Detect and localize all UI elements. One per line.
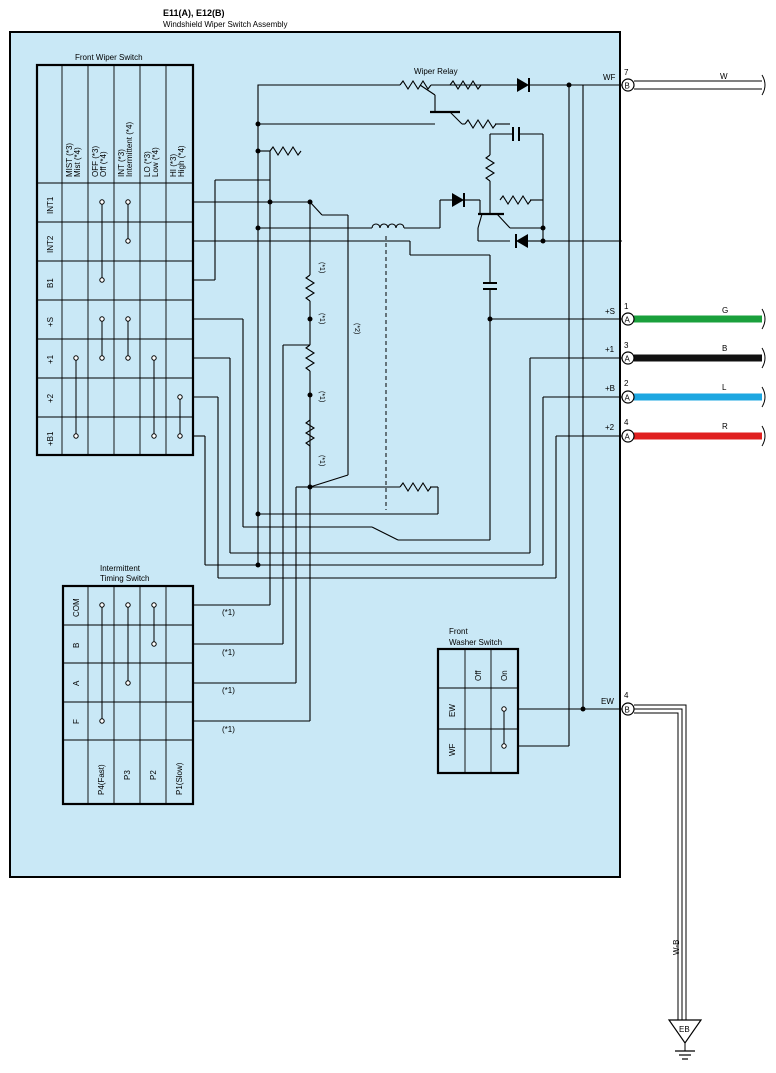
col-int-l2: Intermittent (*4) bbox=[125, 122, 134, 177]
timing-continuity bbox=[99, 602, 157, 724]
terminal-wf-pin: 7 bbox=[624, 68, 629, 77]
row-b1: B1 bbox=[46, 278, 55, 288]
washer-row-wf: WF bbox=[448, 743, 457, 756]
col-hi-l1: HI (*3) bbox=[169, 154, 178, 177]
terminal-wf-name: WF bbox=[603, 73, 616, 82]
terminal-plus-1-connector: A bbox=[625, 355, 631, 364]
timing-switch-title-1: Intermittent bbox=[100, 564, 141, 573]
col-lo-l2: Low (*4) bbox=[151, 147, 160, 177]
timing-row-f: F bbox=[72, 719, 81, 724]
timing-col-p2: P2 bbox=[149, 770, 158, 780]
timing-note-2: (*1) bbox=[222, 648, 235, 657]
washer-title-1: Front bbox=[449, 627, 468, 636]
relay-circuit bbox=[193, 78, 622, 747]
terminal-plus-s-pin: 1 bbox=[624, 302, 629, 311]
timing-note-3: (*1) bbox=[222, 686, 235, 695]
row-plus-1: +1 bbox=[46, 354, 55, 364]
switch-continuity bbox=[73, 199, 183, 439]
terminal-wf-connector: B bbox=[625, 82, 630, 91]
front-wiper-switch: Front Wiper Switch MIST (*3) Mist (*4) O… bbox=[35, 53, 195, 457]
col-off-l2: Off (*4) bbox=[99, 151, 108, 177]
connector-ids: E11(A), E12(B) bbox=[163, 8, 225, 18]
terminal-plus-1-name: +1 bbox=[605, 345, 615, 354]
washer-col-on: On bbox=[500, 670, 509, 681]
terminal-plus-1-pin: 3 bbox=[624, 341, 629, 350]
terminal-plus-2-wire: R bbox=[722, 422, 728, 431]
terminal-wf: WF 7 B W bbox=[603, 68, 766, 96]
resistor-note-3: (*1) bbox=[318, 391, 325, 402]
col-mist-l2: Mist (*4) bbox=[73, 147, 82, 177]
col-mist-l1: MIST (*3) bbox=[65, 143, 74, 177]
terminal-plus-1-wire: B bbox=[722, 344, 727, 353]
timing-switch-title-2: Timing Switch bbox=[100, 574, 150, 583]
coil-note: (*2) bbox=[353, 323, 360, 334]
terminal-plus-s-connector: A bbox=[625, 316, 631, 325]
ground-label: EB bbox=[679, 1025, 690, 1034]
col-int-l1: INT (*3) bbox=[117, 149, 126, 177]
terminal-ew-name: EW bbox=[601, 697, 614, 706]
col-off-l1: OFF (*3) bbox=[91, 146, 100, 177]
ground-eb: EB bbox=[667, 1019, 703, 1060]
washer-col-off: Off bbox=[474, 670, 483, 681]
terminal-plus-s-name: +S bbox=[605, 307, 615, 316]
terminal-wf-wire: W bbox=[720, 72, 728, 81]
wiper-relay-label: Wiper Relay bbox=[414, 67, 458, 76]
terminal-plus-b-pin: 2 bbox=[624, 379, 629, 388]
resistor-note-4: (*1) bbox=[318, 455, 325, 466]
timing-note-1: (*1) bbox=[222, 608, 235, 617]
col-hi-l2: High (*4) bbox=[177, 145, 186, 177]
timing-row-b: B bbox=[72, 643, 81, 648]
front-wiper-switch-title: Front Wiper Switch bbox=[75, 53, 143, 62]
terminal-plus-2-connector: A bbox=[625, 433, 631, 442]
terminal-plus-1: +1 3 A B bbox=[605, 341, 766, 369]
terminal-plus-b-name: +B bbox=[605, 384, 615, 393]
col-lo-l1: LO (*3) bbox=[143, 151, 152, 177]
resistor-note-2: (*1) bbox=[318, 313, 325, 324]
terminal-plus-s: +S 1 A G bbox=[605, 302, 766, 330]
terminal-plus-2-name: +2 bbox=[605, 423, 615, 432]
front-wiper-switch-frame bbox=[35, 63, 195, 457]
row-plus-s: +S bbox=[46, 317, 55, 327]
terminal-plus-b: +B 2 A L bbox=[605, 379, 766, 408]
terminal-plus-s-wire: G bbox=[722, 306, 728, 315]
timing-col-p1: P1(Slow) bbox=[175, 762, 184, 795]
terminal-ew-connector: B bbox=[625, 706, 630, 715]
timing-row-a: A bbox=[72, 680, 81, 686]
assembly-name: Windshield Wiper Switch Assembly bbox=[163, 20, 287, 29]
terminal-plus-2: +2 4 A R bbox=[605, 418, 766, 447]
washer-title-2: Washer Switch bbox=[449, 638, 502, 647]
resistor-note-1: (*1) bbox=[318, 262, 325, 273]
row-int2: INT2 bbox=[46, 235, 55, 253]
front-washer-switch: Front Washer Switch Off On EW WF bbox=[436, 627, 520, 775]
terminal-plus-b-connector: A bbox=[625, 394, 631, 403]
row-int1: INT1 bbox=[46, 196, 55, 214]
terminal-plus-b-wire: L bbox=[722, 383, 727, 392]
timing-row-com: COM bbox=[72, 598, 81, 617]
terminal-ew-wire: W-B bbox=[672, 940, 681, 955]
row-plus-b1: +B1 bbox=[46, 431, 55, 446]
timing-note-4: (*1) bbox=[222, 725, 235, 734]
terminal-plus-2-pin: 4 bbox=[624, 418, 629, 427]
washer-row-ew: EW bbox=[448, 704, 457, 717]
terminal-ew-pin: 4 bbox=[624, 691, 629, 700]
timing-col-p4: P4(Fast) bbox=[97, 764, 106, 795]
intermittent-timing-switch: Intermittent Timing Switch COM B A F P4(… bbox=[61, 564, 195, 806]
timing-col-p3: P3 bbox=[123, 770, 132, 780]
row-plus-2: +2 bbox=[46, 393, 55, 403]
terminal-ew: EW 4 B W-B bbox=[601, 691, 687, 1020]
